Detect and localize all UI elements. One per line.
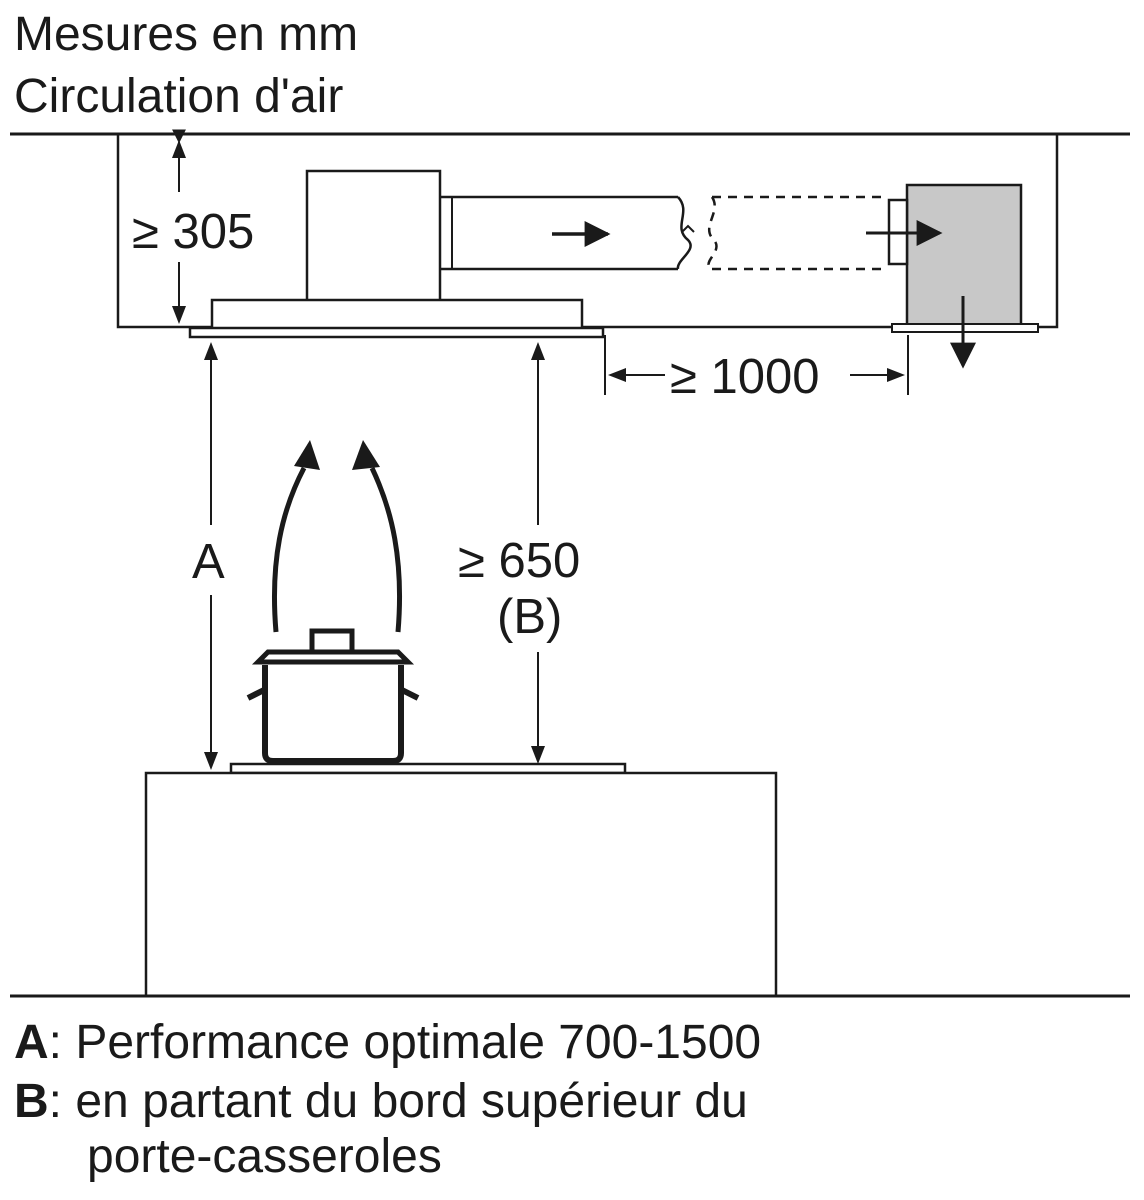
legend-b-key: B <box>14 1075 49 1128</box>
air-duct <box>440 195 695 271</box>
legend-b: B: en partant du bord supérieur du <box>14 1075 748 1128</box>
ceiling-gap-label: ≥ 305 <box>132 205 254 259</box>
legend-a-text: : Performance optimale 700-1500 <box>49 1016 761 1069</box>
steam-arrow-right-head <box>352 440 380 470</box>
steam-arrow-left-head <box>294 440 320 470</box>
hood-body <box>210 298 584 332</box>
legend-a-key: A <box>14 1016 49 1069</box>
steam-arrows <box>272 466 402 633</box>
height-a-label: A <box>192 535 225 589</box>
kitchen-counter <box>144 771 778 998</box>
duct-distance-label: ≥ 1000 <box>670 350 820 404</box>
units-title: Mesures en mm <box>14 8 358 61</box>
dimension-ceiling-gap <box>172 129 186 324</box>
dimension-a <box>204 342 218 770</box>
dimension-min-height <box>531 342 545 764</box>
legend-b-text-line2: porte-casseroles <box>87 1130 442 1183</box>
hood-bottom-plate <box>188 326 605 339</box>
cooktop <box>229 762 627 775</box>
min-height-ref-label: (B) <box>497 590 562 644</box>
min-height-label: ≥ 650 <box>458 534 580 588</box>
legend-b-text-line1: : en partant du bord supérieur du <box>49 1075 748 1128</box>
cooking-pot <box>246 628 420 764</box>
hood-motor-box <box>305 169 442 303</box>
duct-extension-dashed <box>707 195 888 271</box>
dimension-duct-distance <box>604 335 909 395</box>
filter-grille <box>891 323 1039 333</box>
mode-title: Circulation d'air <box>14 70 343 123</box>
legend: A: Performance optimale 700-1500 B: en p… <box>14 1016 761 1183</box>
legend-a: A: Performance optimale 700-1500 <box>14 1016 761 1069</box>
